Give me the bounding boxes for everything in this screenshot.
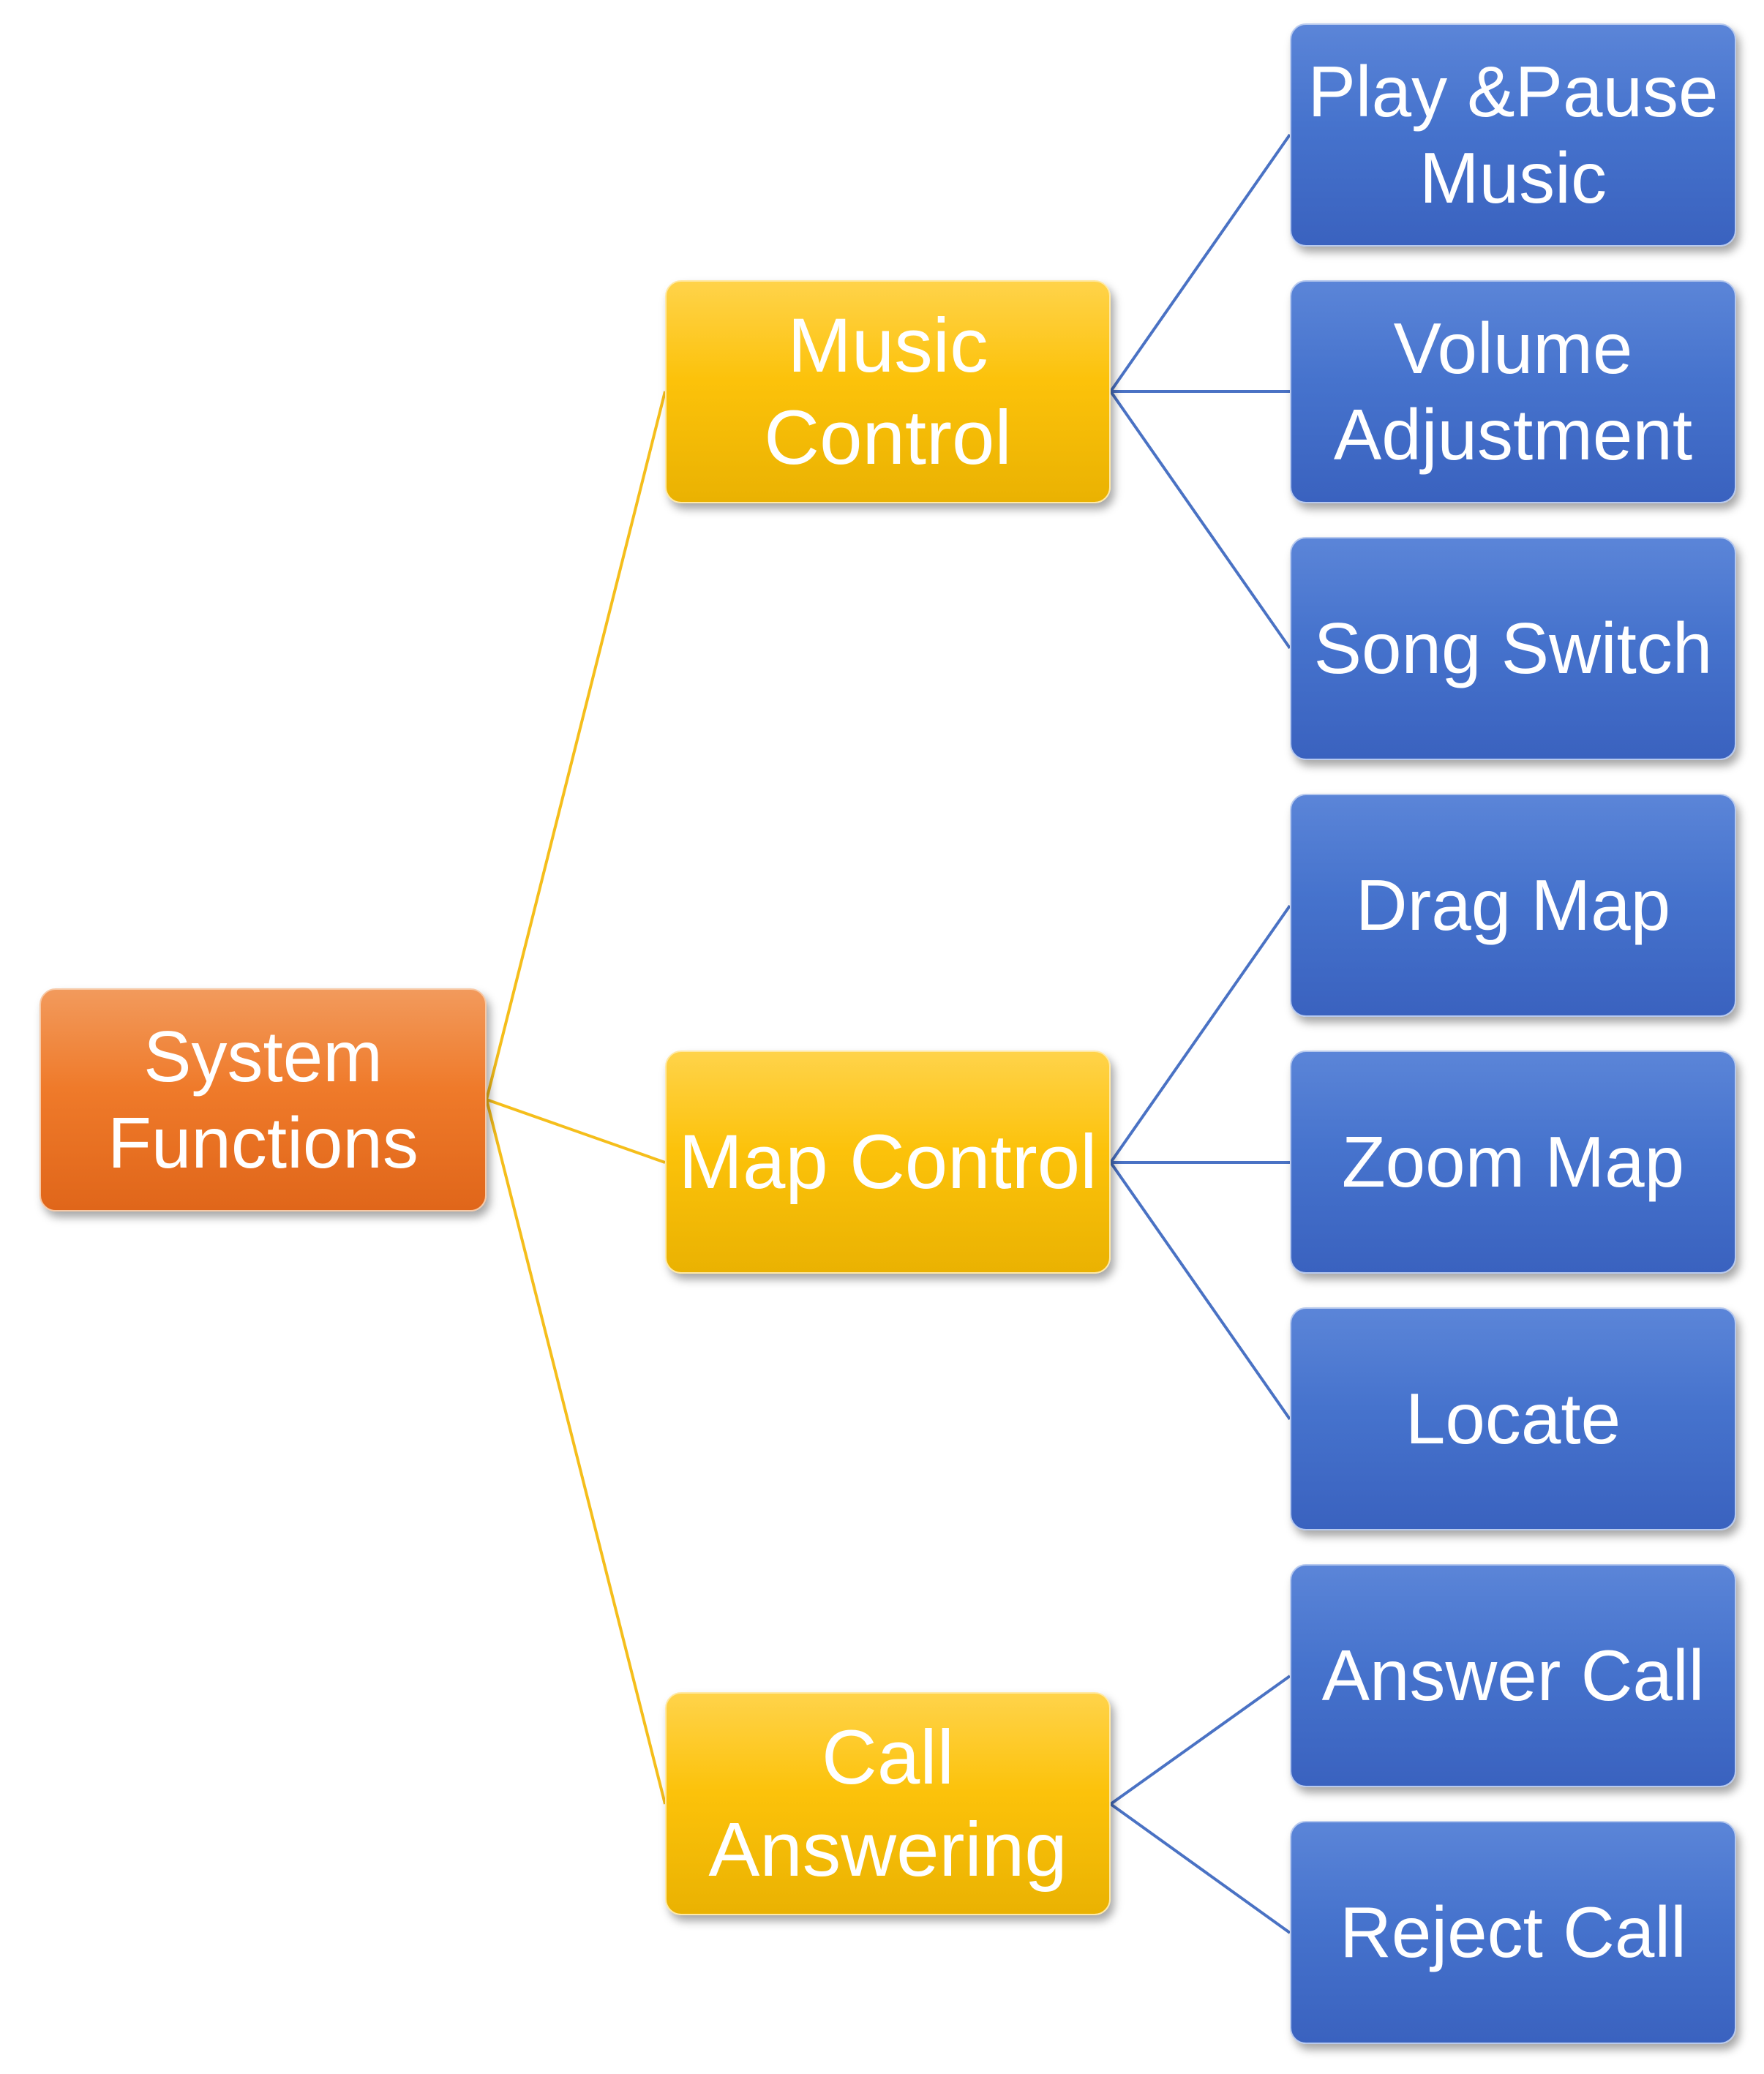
node-label: Locate — [1405, 1378, 1621, 1459]
connector-map-locate — [1109, 1161, 1291, 1421]
node-system-functions: System Functions — [40, 988, 487, 1211]
connector-root-map — [486, 1098, 666, 1164]
node-label: Zoom Map — [1341, 1121, 1685, 1202]
node-map-control: Map Control — [665, 1051, 1111, 1274]
node-label: System Functions — [108, 1015, 419, 1183]
node-zoom-map: Zoom Map — [1290, 1051, 1736, 1274]
node-volume-adjustment: Volume Adjustment — [1290, 280, 1736, 503]
connector-music-playpause — [1109, 133, 1291, 393]
node-label: Call Answering — [708, 1714, 1067, 1893]
node-music-control: Music Control — [665, 280, 1111, 503]
connector-root-call — [485, 1099, 667, 1805]
node-song-switch: Song Switch — [1290, 537, 1736, 760]
node-label: Drag Map — [1355, 864, 1671, 945]
root-connectors — [485, 391, 667, 1805]
connector-call-reject — [1109, 1803, 1291, 1934]
node-drag-map: Drag Map — [1290, 794, 1736, 1017]
node-play-pause-music: Play &Pause Music — [1290, 23, 1736, 247]
connector-music-song — [1109, 390, 1291, 650]
connector-call-answer — [1109, 1675, 1291, 1806]
leaf-connectors — [1109, 133, 1291, 1934]
connector-root-music — [485, 391, 667, 1100]
node-reject-call: Reject Call — [1290, 1821, 1736, 2044]
node-label: Map Control — [678, 1119, 1097, 1205]
node-label: Volume Adjustment — [1333, 307, 1693, 475]
node-answer-call: Answer Call — [1290, 1564, 1736, 1787]
node-label: Answer Call — [1321, 1634, 1705, 1716]
node-locate: Locate — [1290, 1307, 1736, 1530]
connector-map-drag — [1109, 904, 1291, 1164]
node-label: Play &Pause Music — [1307, 50, 1719, 218]
node-label: Reject Call — [1340, 1891, 1686, 1972]
node-label: Song Switch — [1313, 607, 1713, 688]
node-label: Music Control — [764, 302, 1012, 481]
node-call-answering: Call Answering — [665, 1692, 1111, 1915]
